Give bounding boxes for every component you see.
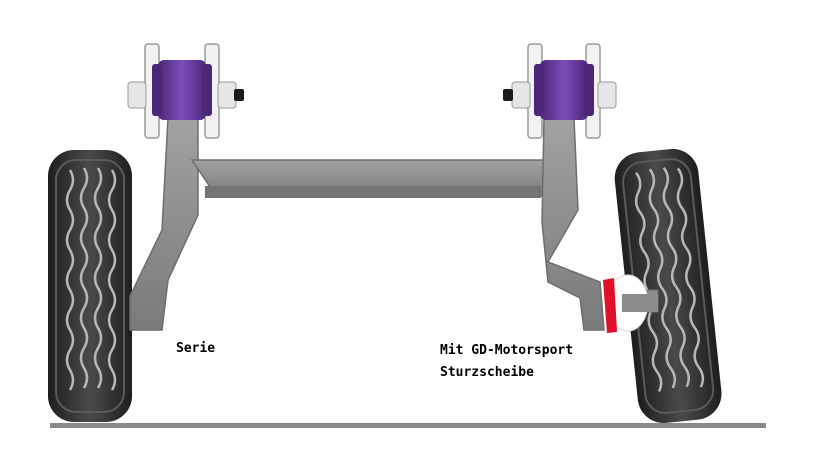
camber-plate	[603, 274, 658, 333]
right-bushing	[503, 43, 617, 139]
left-bushing	[127, 43, 244, 139]
modified-label: Mit GD-Motorsport Sturzscheibe	[440, 340, 573, 384]
left-wheel	[48, 150, 132, 422]
modified-label-line1: Mit GD-Motorsport	[440, 343, 574, 358]
ground-line	[50, 423, 766, 428]
stock-label: Serie	[176, 341, 216, 356]
right-wheel	[614, 148, 722, 424]
rear-axle	[129, 117, 659, 331]
modified-label-line2: Sturzscheibe	[440, 365, 534, 380]
